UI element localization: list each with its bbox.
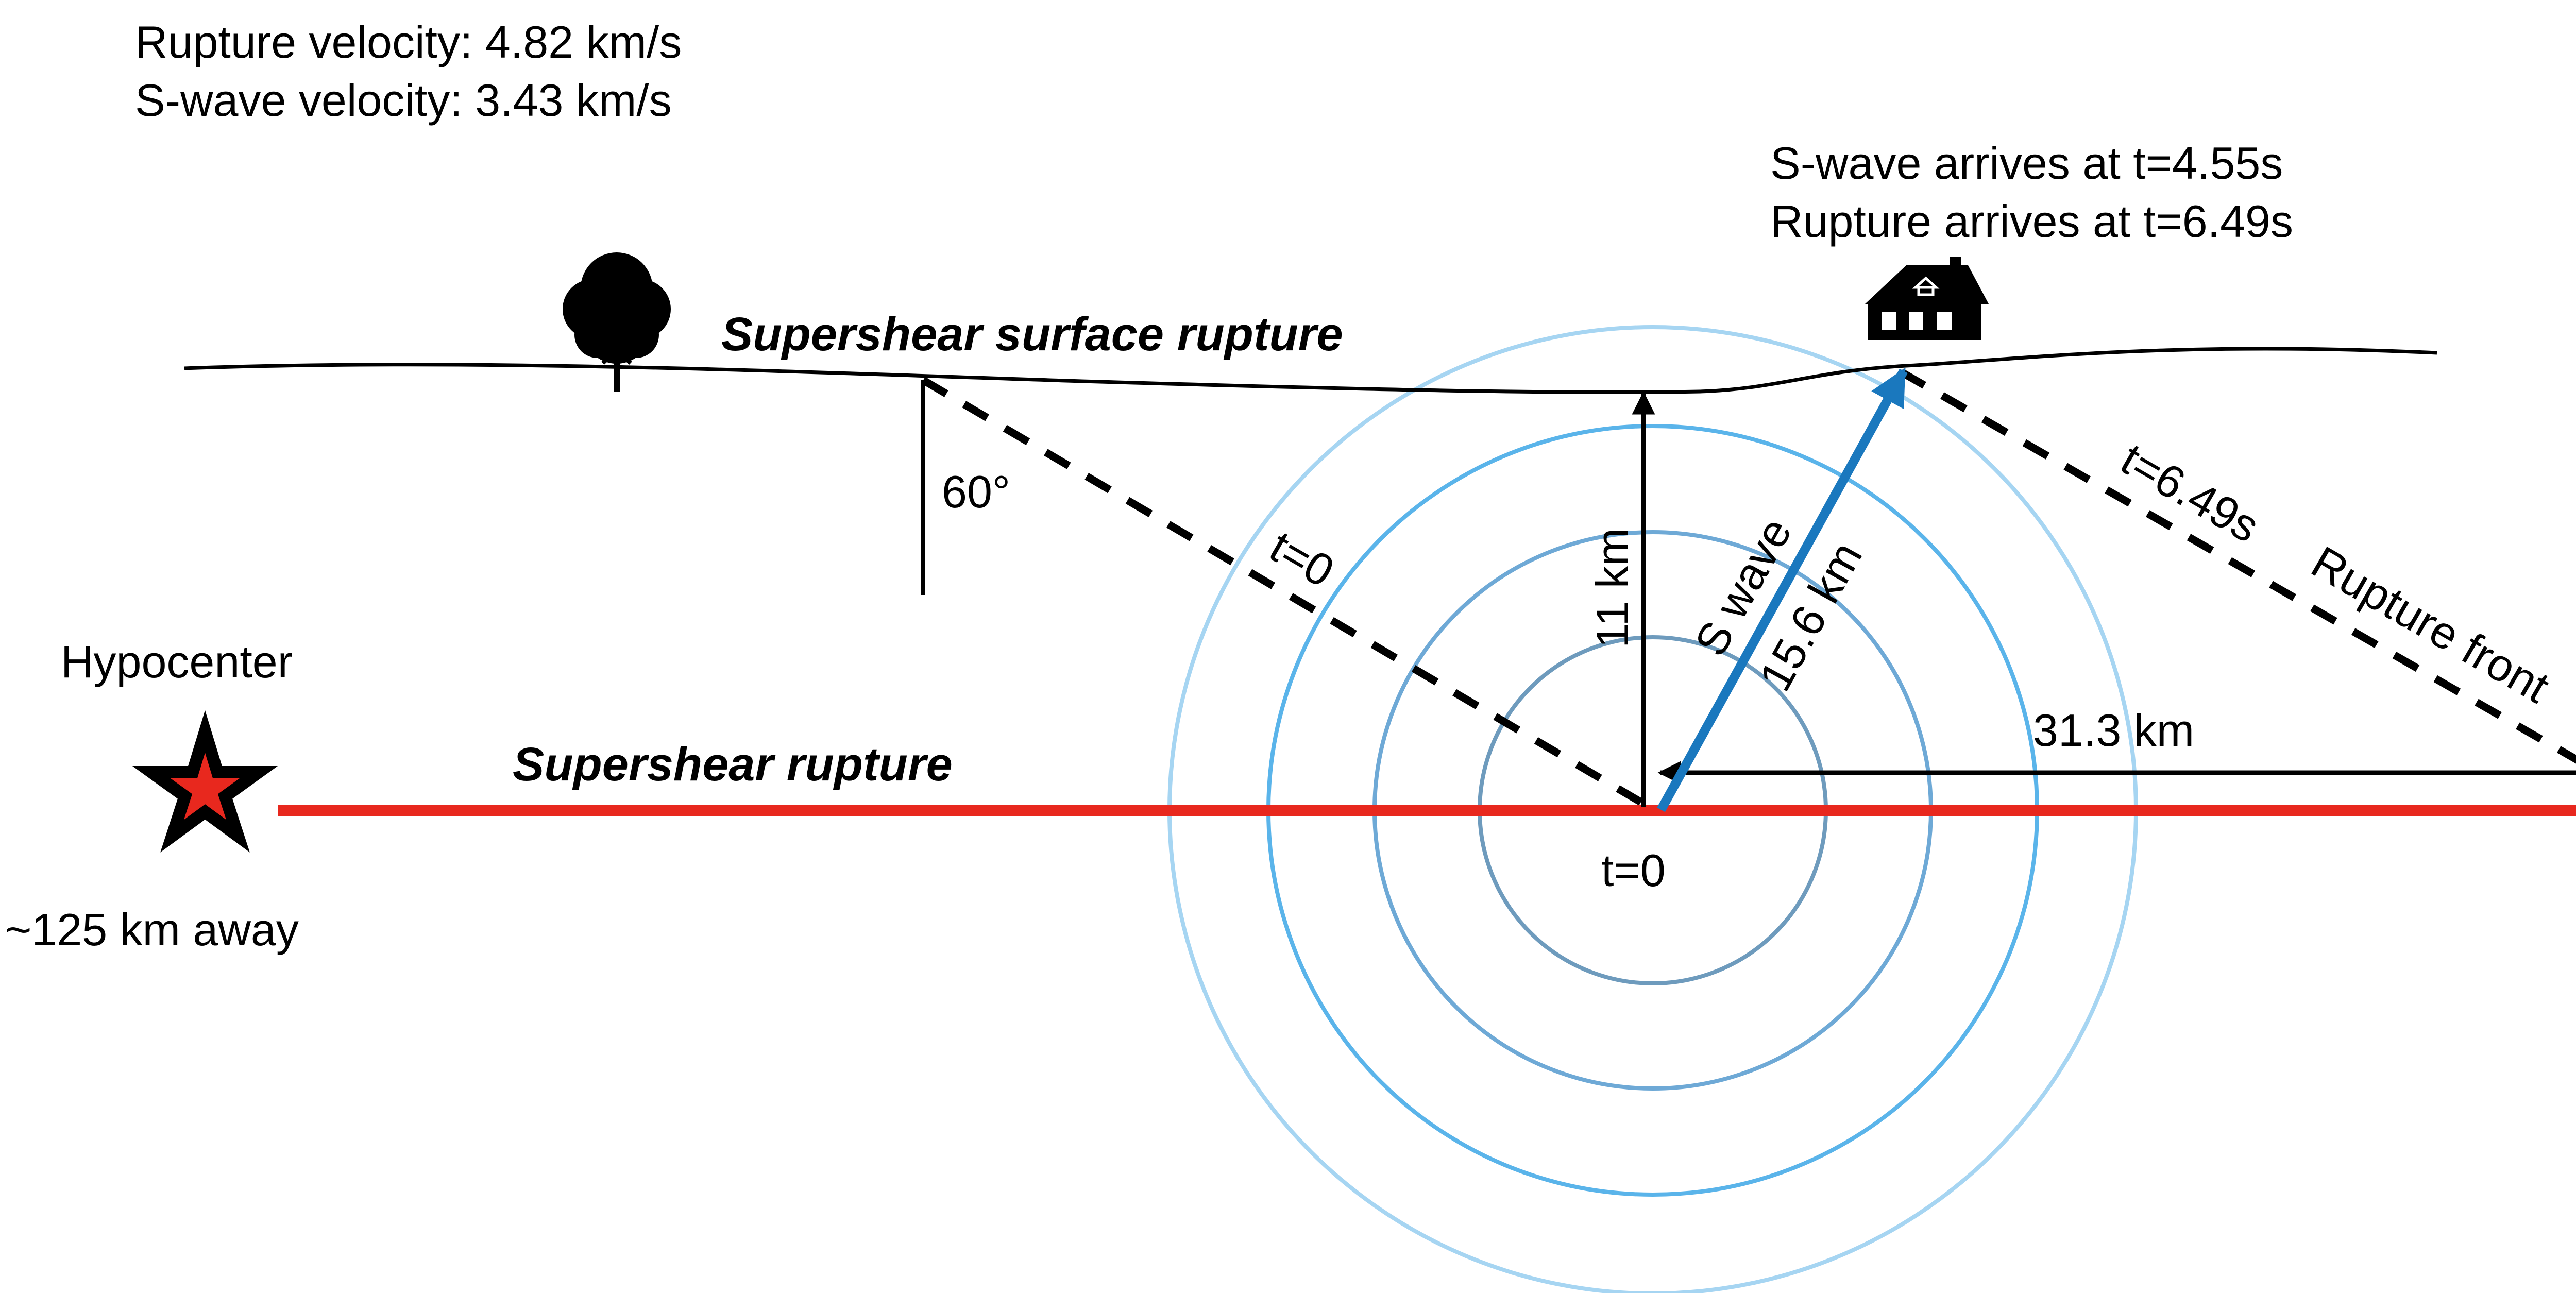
t0-origin-label: t=0 [1601,845,1666,896]
ground-surface-line [184,347,2437,394]
t0-dashed-label: t=0 [1262,521,1343,597]
rupture-front-time-label: t=6.49s [2113,433,2268,552]
rupture-front-label: Rupture front [2303,536,2558,713]
rupture-front-dashed-line [1899,368,2576,764]
depth-label: 11 km [1587,528,1638,648]
swave-arrow [1657,367,1908,812]
surface-rupture-label: Supershear surface rupture [721,308,1343,361]
hypocenter-label: Hypocenter [61,636,293,687]
swave-arrival-text: S-wave arrives at t=4.55s [1770,138,2283,189]
hypocenter-distance-label: ~125 km away [5,904,299,955]
dip-angle-label: 60° [942,466,1010,517]
rupture-arrival-text: Rupture arrives at t=6.49s [1770,196,2293,247]
horizontal-distance-label: 31.3 km [2033,705,2194,756]
supershear-rupture-label: Supershear rupture [513,738,953,791]
swave-velocity-text: S-wave velocity: 3.43 km/s [135,75,672,126]
tree-icon [563,252,671,392]
rupture-velocity-text: Rupture velocity: 4.82 km/s [135,16,682,67]
hypocenter-star-icon [132,710,278,853]
house-icon [1865,257,1989,340]
